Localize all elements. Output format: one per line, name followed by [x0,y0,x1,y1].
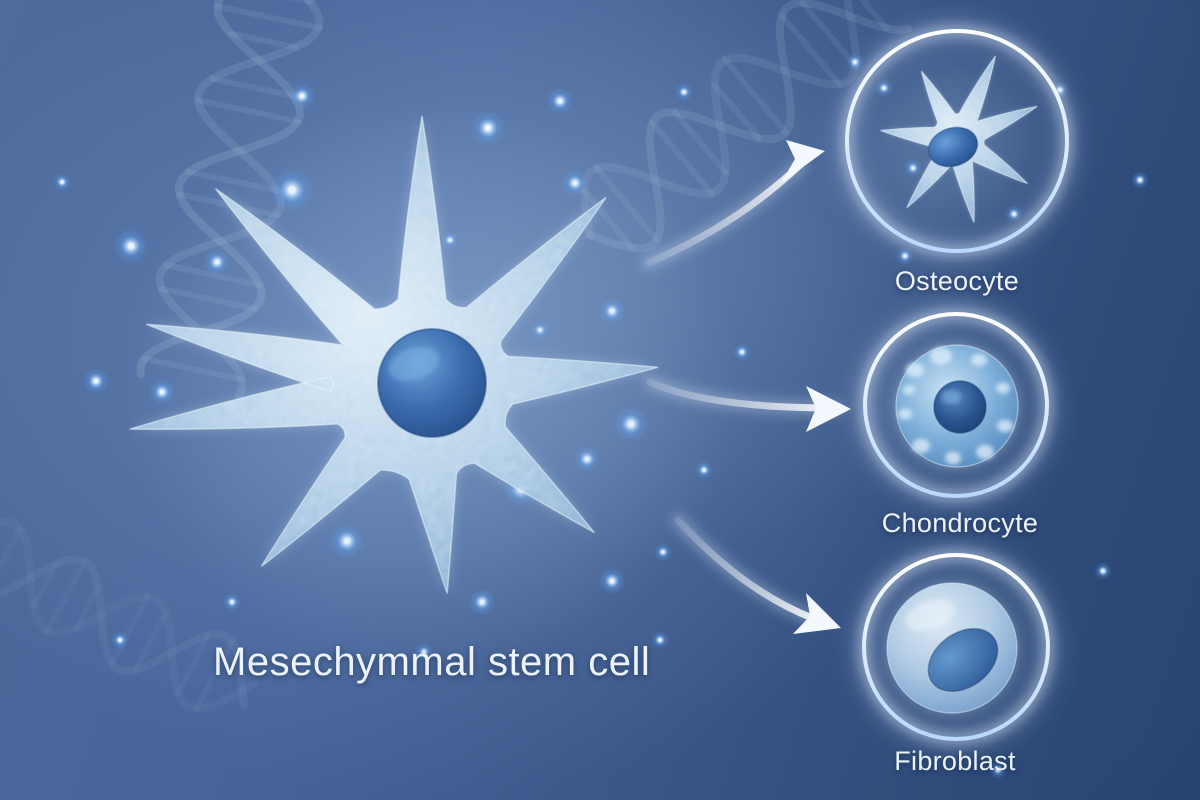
glow-ring [845,29,1069,253]
fibroblast-illustration [858,549,1054,745]
dna-helix-motif-bottom-left [0,517,260,713]
chondrocyte-nucleus [933,380,987,434]
stem-cell-nucleus [377,328,487,438]
chondrocyte-illustration [859,308,1053,502]
glow-ring [862,553,1050,741]
arrowhead [781,140,825,183]
label-osteocyte: Osteocyte [894,266,1020,296]
fibroblast-nucleus [927,628,999,692]
osteocyte-nucleus [927,126,979,168]
arrow-to-chondrocyte [643,375,851,432]
diagram-title: Mesechymmal stem cell [213,640,651,684]
label-fibroblast: Fibroblast [894,746,1016,776]
mesenchymal-stem-cell-illustration [120,100,740,670]
arrowhead [793,593,841,634]
arrowhead [806,386,851,432]
osteocyte-illustration [841,25,1073,257]
arrow-to-fibroblast [671,513,841,634]
glow-ring [863,312,1049,498]
arrow-to-osteocyte [641,140,825,270]
label-chondrocyte: Chondrocyte [881,508,1039,538]
